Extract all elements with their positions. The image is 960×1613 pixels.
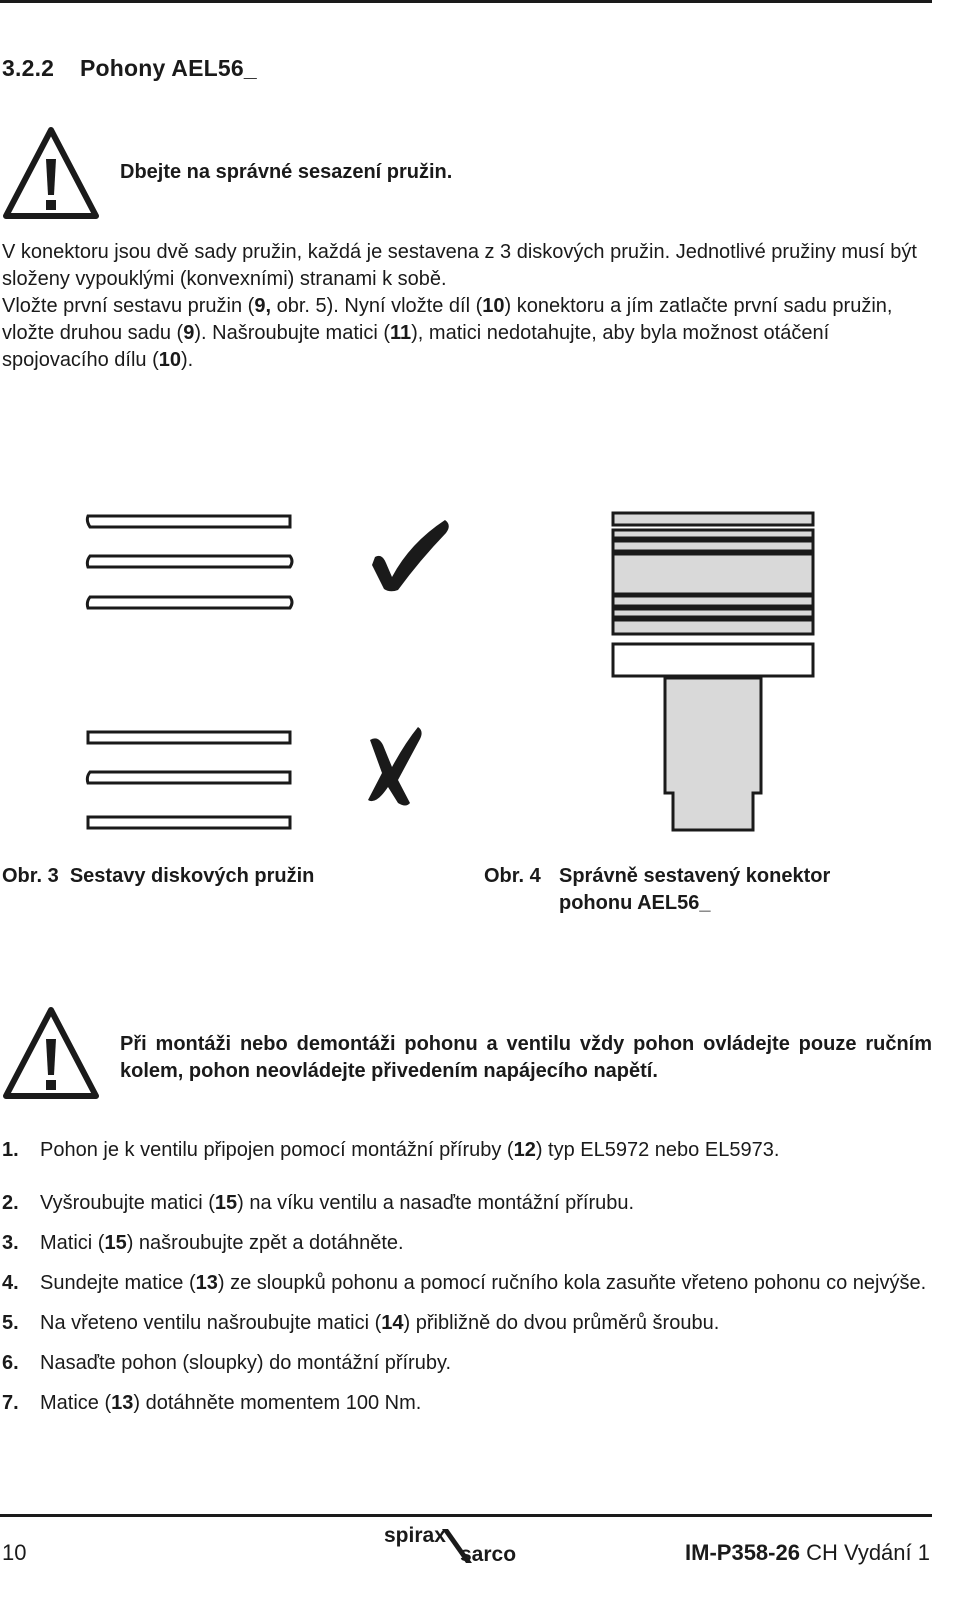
figure-3-spring-sets [85, 514, 449, 830]
figure-4-caption: Obr. 4 Správně sestavený konektor pohonu … [484, 863, 830, 917]
intro-line-2: Vložte první sestavu pružin (9, obr. 5).… [2, 295, 893, 371]
list-item: 3.Matici (15) našroubujte zpět a dotáhně… [2, 1232, 404, 1254]
warning-triangle-icon [3, 1007, 99, 1099]
section-heading: 3.2.2 Pohony AEL56_ [2, 55, 257, 82]
svg-text:spirax: spirax [384, 1525, 446, 1547]
figure-4-label: Obr. 4 [484, 865, 541, 887]
warning-text-2: Při montáži nebo demontáži pohonu a vent… [120, 1033, 932, 1082]
figure-3-caption: Obr. 3 Sestavy diskových pružin [2, 863, 314, 890]
list-item: 2.Vyšroubujte matici (15) na víku ventil… [2, 1192, 635, 1214]
spirax-sarco-logo: spirax sarco [384, 1525, 516, 1565]
svg-text:sarco: sarco [460, 1543, 516, 1565]
document-code: IM-P358-26 CH Vydání 1 [685, 1540, 930, 1565]
warning-triangle-icon [3, 127, 99, 219]
check-mark-icon [372, 520, 449, 592]
wrong-spring-set [85, 730, 292, 830]
page-number: 10 [2, 1540, 27, 1565]
list-item: 5.Na vřeteno ventilu našroubujte matici … [2, 1312, 720, 1334]
footer-rule [0, 1514, 932, 1517]
list-item: 7.Matice (13) dotáhněte momentem 100 Nm. [2, 1392, 422, 1414]
list-item: 6.Nasaďte pohon (sloupky) do montážní př… [2, 1352, 452, 1374]
list-item: 4.Sundejte matice (13) ze sloupků pohonu… [2, 1272, 927, 1294]
section-title: Pohony AEL56_ [80, 55, 257, 81]
correct-spring-set [85, 514, 294, 610]
intro-line-1: V konektoru jsou dvě sady pružin, každá … [2, 241, 917, 290]
figure-4-connector [611, 511, 815, 832]
figure-3-title: Sestavy diskových pružin [69, 865, 315, 887]
figure-3-label: Obr. 3 [2, 865, 59, 887]
intro-paragraph: V konektoru jsou dvě sady pružin, každá … [2, 239, 934, 374]
figure-4-title-line-1: Správně sestavený konektor [559, 865, 831, 887]
section-number: 3.2.2 [2, 55, 55, 81]
list-item: 1.Pohon je k ventilu připojen pomocí mon… [2, 1139, 780, 1161]
warning-text-1: Dbejte na správné sesazení pružin. [120, 161, 453, 183]
steps-list: 1.Pohon je k ventilu připojen pomocí mon… [2, 1137, 934, 1430]
figure-4-title-line-2: pohonu AEL56_ [559, 892, 711, 914]
cross-mark-icon [368, 727, 422, 806]
top-rule [0, 0, 932, 3]
